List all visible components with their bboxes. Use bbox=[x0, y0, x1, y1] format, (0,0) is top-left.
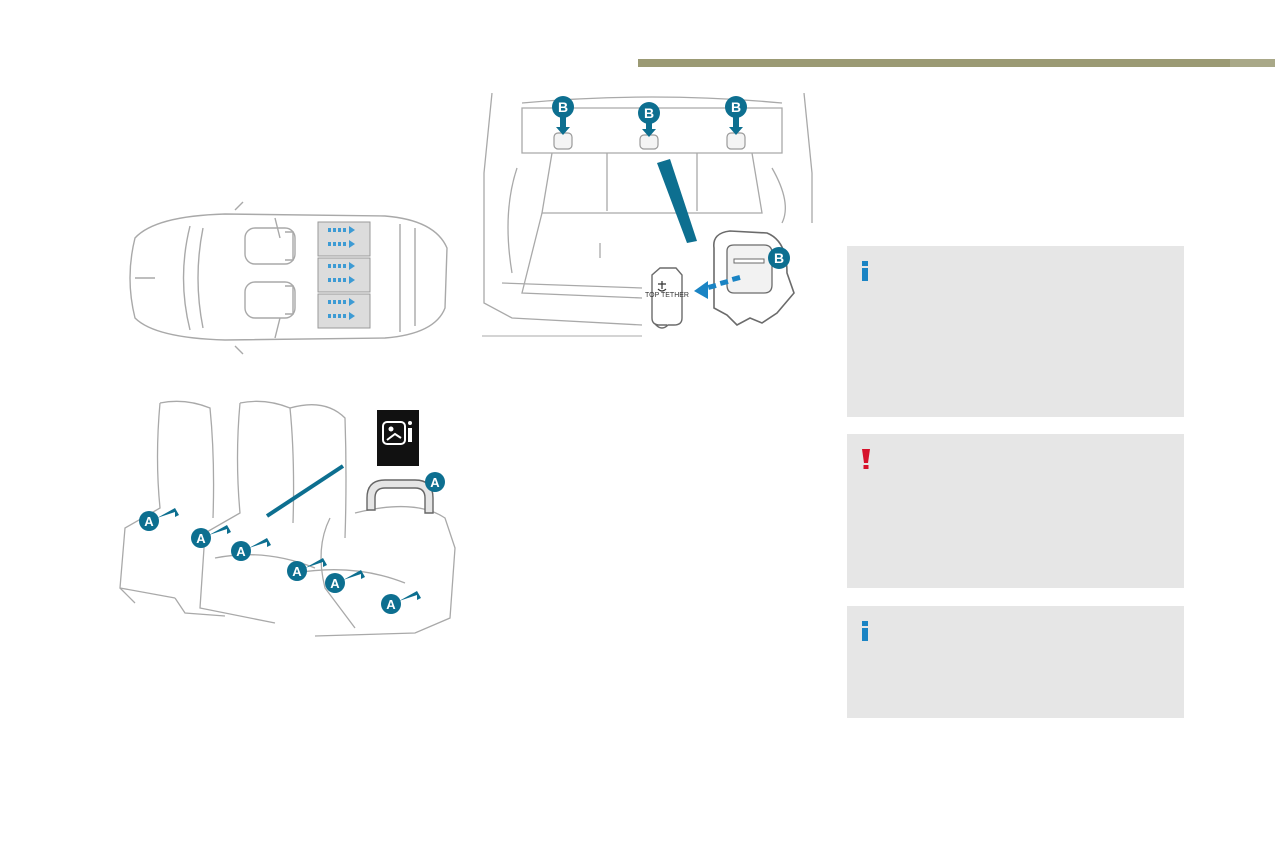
marker-b-label: B bbox=[644, 105, 654, 121]
isofix-info-sign bbox=[377, 410, 419, 466]
info-callout-1 bbox=[847, 246, 1184, 417]
marker-b-badges: B B B bbox=[552, 96, 747, 124]
header-rule-end bbox=[1230, 59, 1275, 67]
marker-a-label: A bbox=[196, 531, 206, 546]
top-tether-detail: TOP TETHER B bbox=[645, 230, 795, 329]
marker-a-label: A bbox=[330, 576, 340, 591]
marker-a-label: A bbox=[144, 514, 154, 529]
isofix-seats-figure: A A A A A A A bbox=[115, 398, 460, 638]
marker-a-label: A bbox=[386, 597, 396, 612]
top-tether-pictogram-label: TOP TETHER bbox=[645, 292, 689, 299]
marker-a-label: A bbox=[236, 544, 246, 559]
marker-a-label: A bbox=[292, 564, 302, 579]
marker-a-label: A bbox=[430, 475, 440, 490]
warning-icon bbox=[862, 449, 870, 469]
marker-b-label: B bbox=[731, 99, 741, 115]
info-icon bbox=[862, 621, 868, 641]
trunk-top-tether-figure: B B B TOP TETHER B bbox=[482, 93, 817, 338]
warning-callout bbox=[847, 434, 1184, 588]
anchor-icon bbox=[657, 281, 667, 292]
marker-b-label: B bbox=[774, 250, 784, 266]
car-top-view-figure bbox=[115, 198, 455, 358]
marker-b-label: B bbox=[558, 99, 568, 115]
info-callout-2 bbox=[847, 606, 1184, 718]
header-rule-main bbox=[638, 59, 1230, 67]
info-icon bbox=[862, 261, 868, 281]
header-rule bbox=[638, 59, 1275, 67]
